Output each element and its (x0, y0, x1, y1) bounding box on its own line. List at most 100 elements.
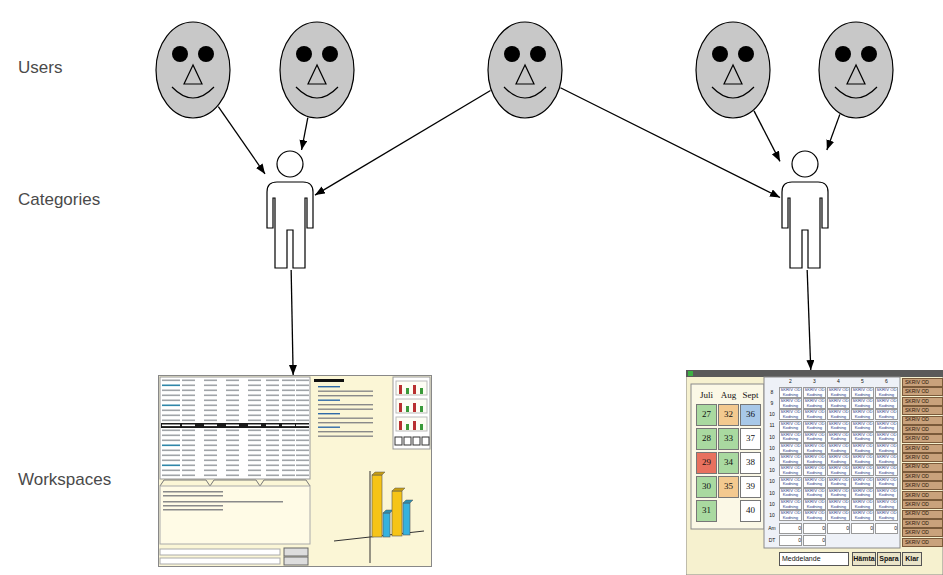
sum-value: 0 (803, 523, 826, 534)
schedule-cell: SKRIV OD Kodning (851, 488, 874, 499)
schedule-cell: SKRIV OD Kodning (875, 387, 898, 398)
schedule-cell: SKRIV OD Kodning (827, 499, 850, 510)
schedule-cell: SKRIV OD Kodning (827, 398, 850, 409)
row-label: Users (18, 58, 62, 78)
hour-label: 10 (766, 454, 778, 465)
user-face (155, 21, 231, 119)
hour-label: 10 (766, 443, 778, 454)
task-cell: SKRIV OD (902, 444, 943, 453)
sum-value: 0 (827, 523, 850, 534)
arrow (807, 270, 811, 370)
schedule-cell: SKRIV OD Kodning (803, 409, 826, 420)
sum-value: 0 (803, 535, 826, 546)
week-number: 30 (696, 476, 717, 498)
task-cell: SKRIV OD (902, 510, 943, 519)
category-figure (780, 150, 830, 270)
user-face (695, 21, 771, 119)
task-cell: SKRIV OD (902, 397, 943, 406)
category-figure (265, 150, 315, 270)
schedule-cell: SKRIV OD Kodning (827, 477, 850, 488)
schedule-cell: SKRIV OD Kodning (779, 488, 802, 499)
task-cell: SKRIV OD (902, 425, 943, 434)
face-drawing (695, 21, 771, 119)
task-cell: SKRIV OD (902, 472, 943, 481)
schedule-cell: SKRIV OD Kodning (875, 465, 898, 476)
arrow (827, 114, 840, 150)
schedule-cell: SKRIV OD Kodning (875, 409, 898, 420)
user-face (487, 21, 563, 119)
schedule-cell: SKRIV OD Kodning (851, 477, 874, 488)
schedule-cell: SKRIV OD Kodning (779, 421, 802, 432)
schedule-cell: SKRIV OD Kodning (803, 477, 826, 488)
arrow (218, 107, 265, 174)
schedule-cell: SKRIV OD Kodning (851, 432, 874, 443)
arrow (302, 118, 308, 150)
schedule-cell: SKRIV OD Kodning (779, 454, 802, 465)
task-cell: SKRIV OD (902, 491, 943, 500)
hour-label: 10 (766, 409, 778, 420)
row-label: Categories (18, 190, 100, 210)
task-cell: SKRIV OD (902, 416, 943, 425)
schedule-cell: SKRIV OD Kodning (779, 387, 802, 398)
schedule-cell: SKRIV OD Kodning (779, 477, 802, 488)
schedule-cell: SKRIV OD Kodning (827, 454, 850, 465)
hour-label: 11 (766, 421, 778, 432)
week-number: 28 (696, 428, 717, 450)
sum-label: DT (766, 535, 778, 546)
schedule-cell: SKRIV OD Kodning (803, 465, 826, 476)
sum-value: 0 (779, 535, 802, 546)
schedule-cell: SKRIV OD Kodning (803, 454, 826, 465)
hour-label: 8 (766, 387, 778, 398)
schedule-cell: SKRIV OD Kodning (851, 443, 874, 454)
face-drawing (818, 21, 894, 119)
schedule-cell: SKRIV OD Kodning (803, 510, 826, 521)
schedule-cell: SKRIV OD Kodning (779, 432, 802, 443)
schedule-cell: SKRIV OD Kodning (851, 409, 874, 420)
task-cell: SKRIV OD (902, 406, 943, 415)
sum-label: Am (766, 523, 778, 534)
user-face (279, 21, 355, 119)
schedule-cell: SKRIV OD Kodning (851, 465, 874, 476)
schedule-cell: SKRIV OD Kodning (875, 477, 898, 488)
schedule-cell: SKRIV OD Kodning (851, 510, 874, 521)
schedule-cell: SKRIV OD Kodning (851, 454, 874, 465)
sum-value: 0 (875, 523, 898, 534)
button: Spara (877, 552, 901, 566)
schedule-cell: SKRIV OD Kodning (875, 488, 898, 499)
face-drawing (279, 21, 355, 119)
arrow (291, 270, 293, 375)
task-cell: SKRIV OD (902, 463, 943, 472)
schedule-cell: SKRIV OD Kodning (779, 510, 802, 521)
schedule-cell: SKRIV OD Kodning (827, 510, 850, 521)
month-header: Aug (718, 390, 739, 402)
schedule-cell: SKRIV OD Kodning (803, 387, 826, 398)
week-number: 27 (696, 404, 717, 426)
schedule-cell: SKRIV OD Kodning (851, 421, 874, 432)
sum-value: 0 (851, 523, 874, 534)
schedule-cell: SKRIV OD Kodning (875, 443, 898, 454)
button: Klar (902, 552, 922, 566)
workspace-screenshot: JuliAugSept27323628333729343830353931402… (686, 370, 943, 575)
button: Hämta (852, 552, 876, 566)
week-number: 32 (718, 404, 739, 426)
schedule-cell: SKRIV OD Kodning (827, 443, 850, 454)
task-cell: SKRIV OD (902, 387, 943, 396)
task-cell: SKRIV OD (902, 500, 943, 509)
task-cell: SKRIV OD (902, 453, 943, 462)
schedule-cell: SKRIV OD Kodning (803, 443, 826, 454)
message-field: Meddelande (779, 552, 849, 566)
day-header: 5 (851, 378, 874, 386)
month-header: Sept (740, 390, 761, 402)
schedule-cell: SKRIV OD Kodning (779, 409, 802, 420)
schedule-cell: SKRIV OD Kodning (827, 465, 850, 476)
week-number: 37 (740, 428, 761, 450)
schedule-cell: SKRIV OD Kodning (779, 465, 802, 476)
user-face (818, 21, 894, 119)
week-number: 33 (718, 428, 739, 450)
task-cell: SKRIV OD (902, 434, 943, 443)
week-number: 29 (696, 452, 717, 474)
task-cell: SKRIV OD (902, 528, 943, 537)
schedule-cell: SKRIV OD Kodning (875, 421, 898, 432)
schedule-cell: SKRIV OD Kodning (827, 488, 850, 499)
schedule-cell: SKRIV OD Kodning (803, 398, 826, 409)
